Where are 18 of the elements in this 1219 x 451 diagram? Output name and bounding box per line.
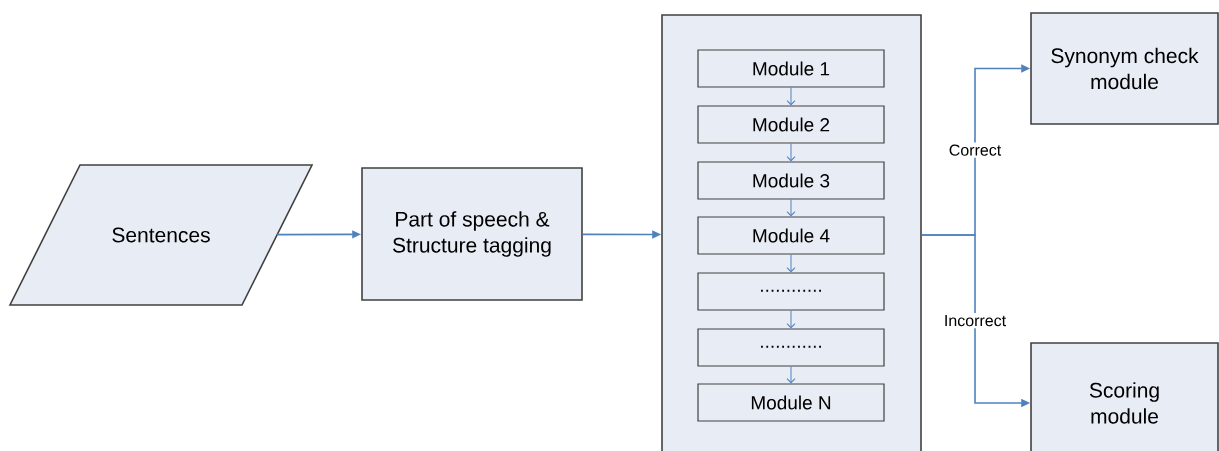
arrow	[786, 310, 796, 329]
module-box: Module N	[697, 383, 885, 422]
arrow	[786, 87, 796, 106]
edge-label: Correct	[949, 144, 1002, 156]
process-box: Scoring module	[1030, 342, 1219, 451]
arrow	[786, 366, 796, 384]
process-box: Synonym check module	[1030, 12, 1219, 125]
module-box: Module 3	[697, 161, 885, 200]
module-box: ............	[697, 272, 885, 311]
edge-label: Incorrect	[945, 315, 1006, 327]
module-box: Module 2	[697, 105, 885, 144]
module-box: Module 4	[697, 216, 885, 255]
process-box: Part of speech & Structure tagging	[361, 167, 583, 301]
arrow	[786, 199, 796, 217]
module-box: ............	[697, 328, 885, 367]
arrow	[786, 143, 796, 162]
arrow	[786, 254, 796, 273]
module-box: Module 1	[697, 49, 885, 88]
